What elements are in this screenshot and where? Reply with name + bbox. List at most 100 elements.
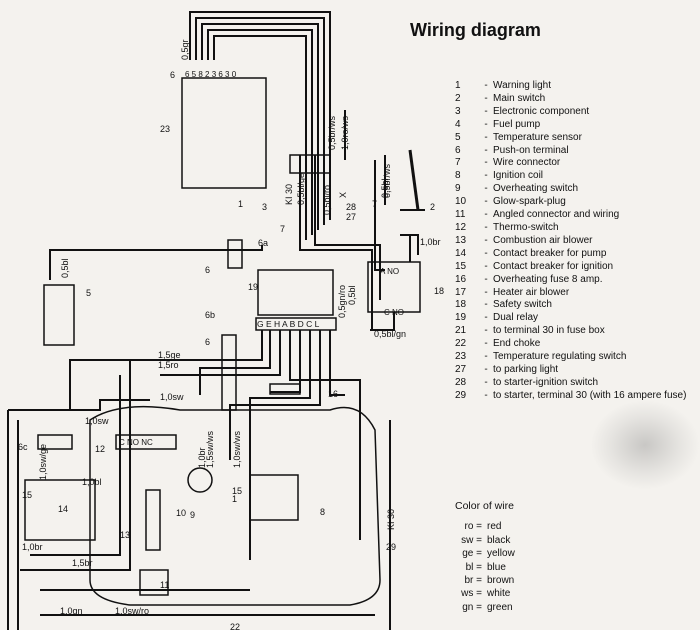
- legend-label: End choke: [493, 338, 541, 350]
- component-callout: 6: [205, 337, 210, 347]
- legend-item: 7-Wire connector: [455, 157, 700, 170]
- wire: [289, 330, 361, 540]
- legend-dash: -: [484, 209, 488, 221]
- legend-label: Fuel pump: [493, 118, 541, 130]
- legend-item: 29-to starter, terminal 30 (with 16 ampe…: [455, 390, 700, 403]
- wire: [374, 160, 385, 271]
- engine-outline: [89, 405, 381, 606]
- blower-unit: [24, 479, 96, 541]
- legend-dash: -: [484, 273, 488, 285]
- wire-color-item: ws =white: [455, 587, 515, 600]
- wire: [229, 330, 321, 460]
- legend-dash: -: [484, 376, 488, 388]
- connector-6: [227, 239, 243, 269]
- legend-number: 22: [455, 338, 467, 350]
- legend-label: Electronic component: [493, 105, 590, 117]
- legend-item: 19-Dual relay: [455, 312, 700, 325]
- wire-label: 1,5ro: [158, 360, 179, 370]
- legend-number: 4: [455, 118, 461, 130]
- wire-label: 1,0br: [22, 542, 43, 552]
- wire-color-item: bl =blue: [455, 561, 515, 574]
- legend-dash: -: [484, 389, 488, 401]
- legend-number: 5: [455, 131, 461, 143]
- wire-label: 1,0br: [420, 237, 441, 247]
- legend-item: 5-Temperature sensor: [455, 132, 700, 145]
- wire-colors-heading: Color of wire: [455, 500, 514, 512]
- wire-label: 1,5br: [72, 558, 93, 568]
- wire-label: 1,0sw/ro: [115, 606, 149, 616]
- legend-number: 13: [455, 234, 467, 246]
- wire-color-item: sw =black: [455, 534, 515, 547]
- legend-number: 9: [455, 183, 461, 195]
- wire: [20, 360, 131, 571]
- dual-relay: [257, 269, 334, 316]
- component-callout: 7: [280, 224, 285, 234]
- wire-color-code: gn =: [462, 601, 482, 613]
- component-callout: 14: [58, 504, 68, 514]
- component-callout: 6c: [18, 442, 28, 452]
- legend-label: Warning light: [493, 80, 551, 91]
- component-callout: 6a: [258, 238, 268, 248]
- legend-label: to starter-ignition switch: [493, 376, 599, 388]
- component-callout: 10: [176, 508, 186, 518]
- legend-number: 1: [455, 80, 461, 91]
- legend-label: Thermo-switch: [493, 221, 559, 233]
- legend-label: Wire connector: [493, 157, 561, 169]
- terminal-label: A NO: [380, 267, 399, 276]
- legend-dash: -: [484, 105, 488, 117]
- legend-item: 4-Fuel pump: [455, 119, 700, 132]
- smudge-mark: [590, 400, 700, 490]
- wire-color-name: green: [487, 601, 513, 613]
- wire-color-item: ge =yellow: [455, 547, 515, 560]
- legend-item: 21-to terminal 30 in fuse box: [455, 325, 700, 338]
- component-callout: 19: [248, 282, 258, 292]
- legend-dash: -: [484, 286, 488, 298]
- wire-color-name: brown: [487, 575, 515, 587]
- temperature-sensor: [43, 284, 75, 346]
- wire-label: 1,0sw/ge: [38, 444, 48, 480]
- legend-item: 14-Contact breaker for pump: [455, 248, 700, 261]
- wire-color-item: br =brown: [455, 574, 515, 587]
- legend-dash: -: [484, 234, 488, 246]
- legend-number: 16: [455, 273, 467, 285]
- legend-item: 12-Thermo-switch: [455, 222, 700, 235]
- legend-label: Combustion air blower: [493, 234, 593, 246]
- wire-label: 0,5br/ws: [382, 163, 392, 198]
- legend-number: 6: [455, 144, 461, 156]
- wire-label: 0,5br/ws: [327, 115, 337, 150]
- temperature-regulating-switch: [181, 77, 267, 189]
- legend-number: 18: [455, 299, 467, 311]
- wire-label: 1,0bl: [82, 477, 102, 487]
- terminal-label: C NO NC: [119, 438, 153, 447]
- legend-item: 16-Overheating fuse 8 amp.: [455, 274, 700, 287]
- terminal-label: G E H A B D C L: [257, 319, 320, 329]
- legend-item: 18-Safety switch: [455, 299, 700, 312]
- legend-item: 1-Warning light: [455, 80, 700, 93]
- legend-item: 23-Temperature regulating switch: [455, 351, 700, 364]
- legend-item: 9-Overheating switch: [455, 183, 700, 196]
- wire-label: 0,5bl/ge: [296, 173, 306, 205]
- legend-item: 6-Push-on terminal: [455, 145, 700, 158]
- legend-number: 29: [455, 389, 467, 401]
- legend-number: 14: [455, 247, 467, 259]
- page-title: Wiring diagram: [410, 20, 541, 40]
- component-callout: 6b: [205, 310, 215, 320]
- ignition-coil: [249, 474, 299, 521]
- wire-color-name: red: [487, 521, 502, 533]
- legend-number: 2: [455, 92, 461, 104]
- legend-label: to terminal 30 in fuse box: [493, 325, 605, 337]
- wire-label: 0,5bl: [380, 178, 390, 198]
- legend-item: 2-Main switch: [455, 93, 700, 106]
- legend-number: 19: [455, 312, 467, 324]
- legend-dash: -: [484, 196, 488, 208]
- legend-item: 17-Heater air blower: [455, 287, 700, 300]
- relay-terminal-block: [255, 317, 337, 331]
- legend-number: 21: [455, 325, 467, 337]
- wire-color-name: yellow: [487, 548, 515, 560]
- legend-label: Temperature regulating switch: [493, 351, 627, 363]
- legend-label: to parking light: [493, 363, 559, 375]
- component-callout: 18: [434, 286, 444, 296]
- wire: [213, 35, 307, 240]
